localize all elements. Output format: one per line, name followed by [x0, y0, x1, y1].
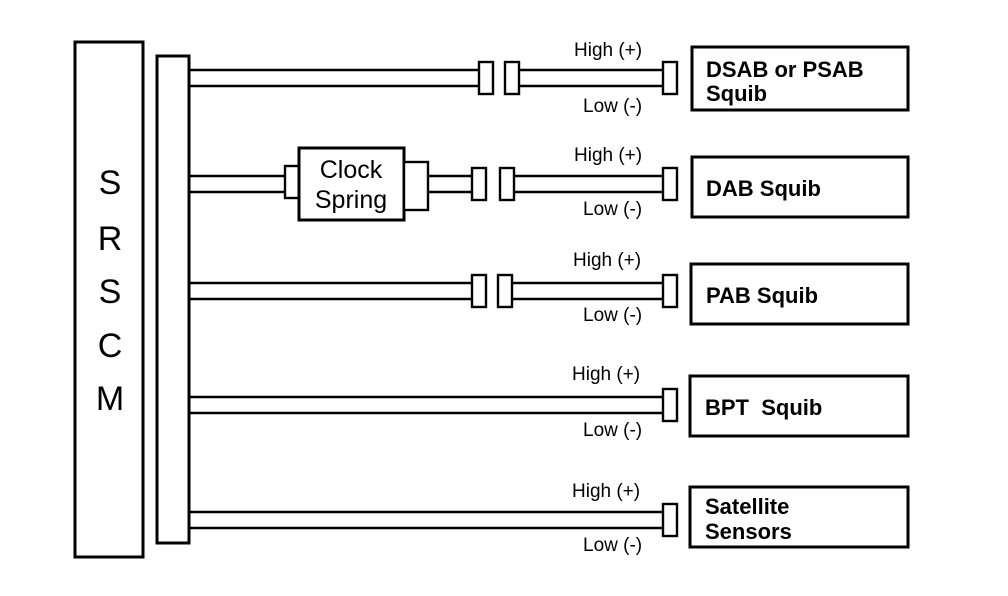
- high-label: High (+): [572, 481, 640, 502]
- squib-box-bpt: [688, 374, 910, 438]
- squib-box-pab: [689, 262, 910, 326]
- circuit-bpt: High (+) Low (-) BPT Squib: [189, 364, 910, 441]
- sensor-box-satellite: [688, 485, 910, 549]
- squib-box-dab: [690, 155, 910, 219]
- clock-spring-connector-right: [402, 160, 430, 212]
- low-label: Low (-): [583, 305, 642, 326]
- inline-connector-left: [477, 60, 495, 96]
- sensor-label-line2: Sensors: [705, 519, 792, 544]
- high-label: High (+): [574, 40, 642, 61]
- sensor-label-line1: Satellite: [705, 494, 789, 519]
- circuit-dab: Clock Spring High (+) Low (-) DAB Squib: [189, 145, 910, 222]
- squib-box-dsab-psab: [690, 45, 910, 112]
- srscm-letter-2: R: [98, 220, 123, 258]
- srscm-connector-strip: [155, 54, 191, 545]
- squib-label-line1: PAB Squib: [706, 283, 818, 308]
- inline-connector-right: [498, 166, 516, 202]
- squib-connector: [661, 60, 679, 96]
- inline-connector-left: [470, 166, 488, 202]
- srscm-letter-5: M: [96, 380, 124, 418]
- inline-connector-left: [470, 273, 488, 309]
- high-label: High (+): [574, 145, 642, 166]
- clock-spring-label-line2: Spring: [315, 186, 387, 214]
- clock-spring-label-line1: Clock: [320, 156, 383, 184]
- squib-connector: [661, 273, 679, 309]
- high-label: High (+): [573, 250, 641, 271]
- squib-label-line2: Squib: [706, 81, 767, 106]
- inline-connector-right: [503, 60, 521, 96]
- srscm-letter-4: C: [98, 327, 123, 365]
- srscm-module-box: [73, 40, 145, 559]
- low-label: Low (-): [583, 420, 642, 441]
- clock-spring-connector-left: [283, 164, 301, 200]
- squib-label-line1: DAB Squib: [706, 176, 821, 201]
- inline-connector-right: [496, 273, 514, 309]
- squib-label-line1: DSAB or PSAB: [706, 57, 864, 82]
- low-label: Low (-): [583, 96, 642, 117]
- circuit-pab: High (+) Low (-) PAB Squib: [189, 250, 910, 326]
- srscm-letter-3: S: [99, 273, 122, 311]
- low-label: Low (-): [583, 199, 642, 220]
- circuit-dsab-psab: High (+) Low (-) DSAB or PSAB Squib: [189, 40, 910, 117]
- squib-connector: [661, 387, 679, 423]
- sensor-connector: [661, 502, 679, 538]
- squib-label-line1: BPT Squib: [705, 395, 822, 420]
- high-label: High (+): [572, 364, 640, 385]
- circuit-satellite: High (+) Low (-) Satellite Sensors: [189, 481, 910, 556]
- low-label: Low (-): [583, 535, 642, 556]
- srscm-letter-1: S: [99, 164, 122, 202]
- squib-connector: [661, 166, 679, 202]
